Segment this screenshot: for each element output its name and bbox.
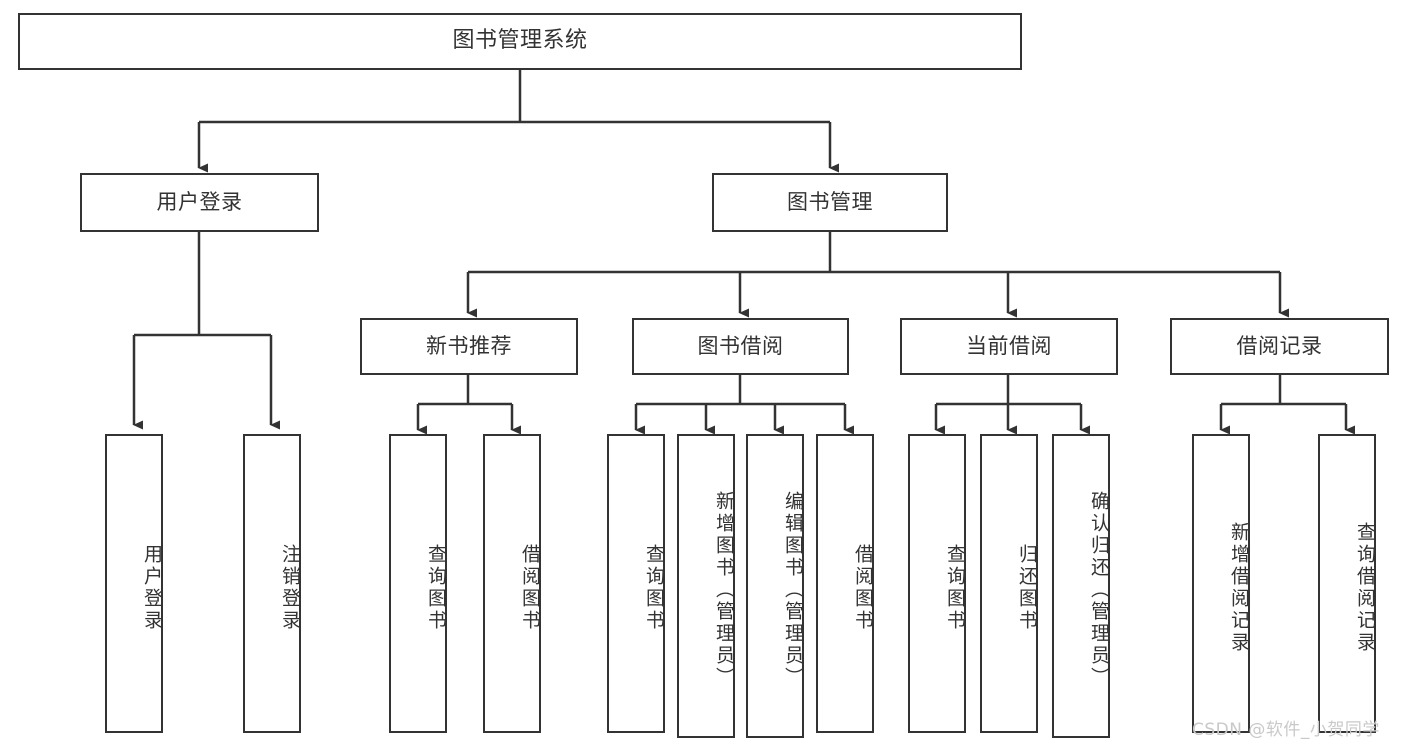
node-new-book-recommend[interactable]: 新书推荐 <box>360 318 578 375</box>
node-label: 编辑图书（管理员） <box>782 491 804 689</box>
node-label: 图书管理 <box>787 189 873 214</box>
node-label: 新书推荐 <box>426 333 512 358</box>
node-label: 用户登录 <box>141 543 163 632</box>
leaf-book-borrow-query[interactable]: 查询图书 <box>607 434 665 733</box>
node-label: 借阅记录 <box>1236 333 1323 358</box>
leaf-borrow-record-query[interactable]: 查询借阅记录 <box>1318 434 1376 733</box>
leaf-new-book-query[interactable]: 查询图书 <box>389 434 447 733</box>
node-label: 新增图书（管理员） <box>713 491 735 689</box>
node-user-login[interactable]: 用户登录 <box>80 173 319 232</box>
leaf-book-borrow-edit[interactable]: 编辑图书（管理员） <box>746 434 804 738</box>
node-label: 用户登录 <box>156 189 243 214</box>
node-borrow-record[interactable]: 借阅记录 <box>1170 318 1389 375</box>
leaf-user-login-logout[interactable]: 注销登录 <box>243 434 301 733</box>
node-book-borrow[interactable]: 图书借阅 <box>632 318 849 375</box>
node-label: 借阅图书 <box>519 543 541 632</box>
leaf-new-book-borrow[interactable]: 借阅图书 <box>483 434 541 733</box>
node-label: 查询借阅记录 <box>1354 521 1376 654</box>
node-label: 图书借阅 <box>697 333 784 358</box>
leaf-current-borrow-return[interactable]: 归还图书 <box>980 434 1038 733</box>
leaf-user-login-login[interactable]: 用户登录 <box>105 434 163 733</box>
leaf-borrow-record-add[interactable]: 新增借阅记录 <box>1192 434 1250 733</box>
leaf-book-borrow-borrow[interactable]: 借阅图书 <box>816 434 874 733</box>
node-label: 查询图书 <box>944 543 966 632</box>
node-label: 当前借阅 <box>966 333 1052 358</box>
leaf-book-borrow-add[interactable]: 新增图书（管理员） <box>677 434 735 738</box>
node-current-borrow[interactable]: 当前借阅 <box>900 318 1118 375</box>
node-label: 借阅图书 <box>852 543 874 632</box>
node-label: 查询图书 <box>425 543 447 632</box>
leaf-current-borrow-confirm[interactable]: 确认归还（管理员） <box>1052 434 1110 738</box>
node-label: 新增借阅记录 <box>1228 521 1250 654</box>
leaf-current-borrow-query[interactable]: 查询图书 <box>908 434 966 733</box>
node-label: 注销登录 <box>279 543 301 632</box>
node-root-system[interactable]: 图书管理系统 <box>18 13 1022 70</box>
node-label: 图书管理系统 <box>452 28 588 54</box>
node-label: 归还图书 <box>1016 543 1038 632</box>
node-book-management[interactable]: 图书管理 <box>712 173 948 232</box>
node-label: 查询图书 <box>643 543 665 632</box>
node-label: 确认归还（管理员） <box>1088 491 1110 689</box>
